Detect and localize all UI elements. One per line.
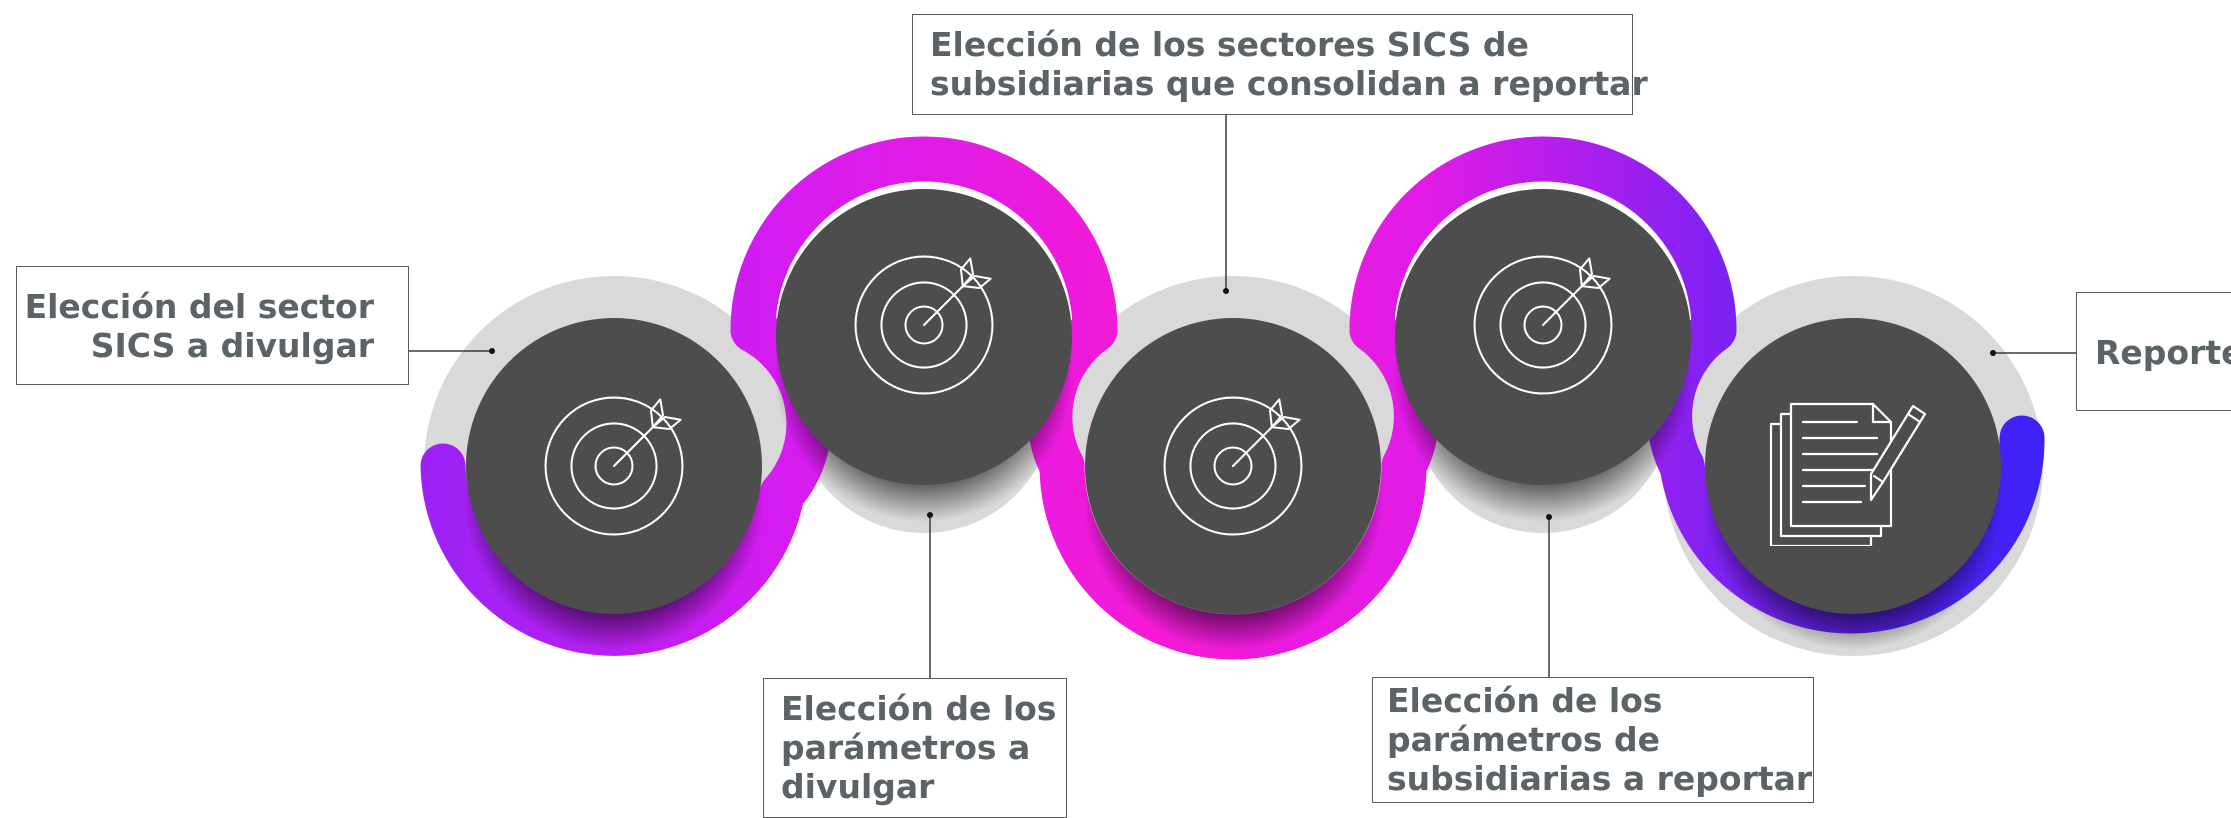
step5-label: Reporte (2076, 292, 2231, 411)
connector-dot-step5 (1990, 350, 1996, 356)
connector-group (409, 115, 2076, 678)
step2-circle (776, 189, 1072, 485)
step5-label-line: Reporte (2095, 333, 2231, 372)
step3-label-line: Elección de los sectores SICS de (930, 25, 1529, 64)
connector-dot-step1 (489, 348, 495, 354)
step2-label-line: parámetros a (781, 728, 1031, 767)
step3-label-line: subsidiarias que consolidan a reportar (930, 64, 1648, 103)
step4-circle (1395, 189, 1691, 485)
ribbon-segment-7 (1349, 136, 1737, 353)
connector-dot-step2 (927, 512, 933, 518)
step2-label: Elección de los parámetros a divulgar (763, 678, 1067, 818)
step4-label: Elección de los parámetros de subsidiari… (1372, 677, 1814, 803)
step-circle-group (466, 189, 2001, 614)
step2-label-line: divulgar (781, 767, 935, 806)
step1-label-line: Elección del sector (24, 287, 374, 326)
step1-label-line: SICS a divulgar (90, 326, 374, 365)
step4-label-line: subsidiarias a reportar (1387, 759, 1813, 798)
step2-label-line: Elección de los (781, 689, 1057, 728)
ribbon-segment-3 (730, 136, 1118, 353)
step1-label: Elección del sector SICS a divulgar (16, 266, 409, 385)
step4-label-line: Elección de los (1387, 681, 1663, 720)
connector-dot-step4 (1546, 514, 1552, 520)
connector-dot-step3 (1223, 288, 1229, 294)
step4-label-line: parámetros de (1387, 720, 1661, 759)
step3-label: Elección de los sectores SICS de subsidi… (912, 14, 1648, 115)
